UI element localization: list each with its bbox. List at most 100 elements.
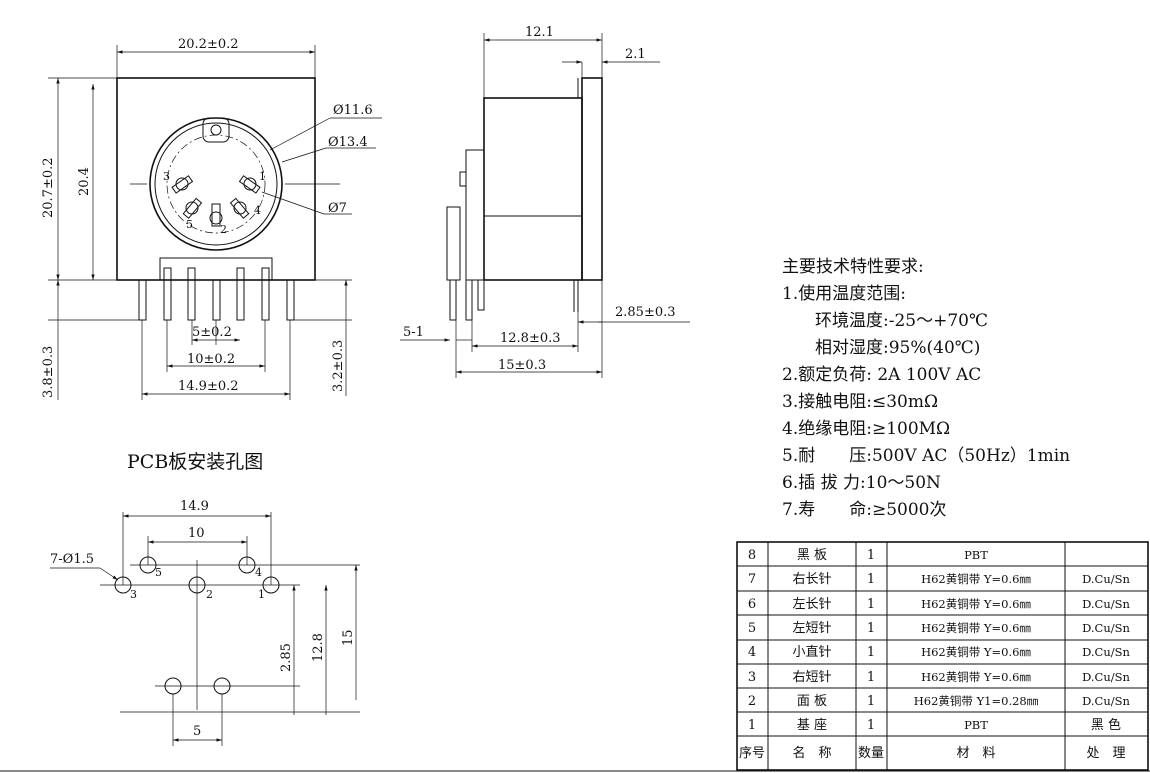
bom-row4-finish: D.Cu/Sn xyxy=(1082,645,1130,659)
bom-row2-no: 2 xyxy=(748,694,756,709)
bom-row7-qty: 1 xyxy=(867,572,875,587)
bom-row7-no: 7 xyxy=(748,572,756,587)
dim-depth: 12.1 xyxy=(525,25,554,40)
bom-row7-name: 右长针 xyxy=(792,572,831,587)
bom-header-finish: 处 理 xyxy=(1086,746,1125,761)
bom-row5-name: 左短针 xyxy=(792,621,831,636)
dim-lead: 5-1 xyxy=(403,325,424,340)
pin-label-4: 4 xyxy=(254,204,261,217)
pcb-dim-15: 15 xyxy=(341,629,356,646)
pin-label-1: 1 xyxy=(259,170,266,183)
dim-d116: Ø11.6 xyxy=(333,103,373,118)
bom-row2-name: 面 板 xyxy=(797,694,827,709)
bom-row5-no: 5 xyxy=(748,621,756,636)
dim-height-body: 20.4 xyxy=(77,167,92,196)
pin-contacts xyxy=(171,175,261,227)
bom-row7-finish: D.Cu/Sn xyxy=(1082,572,1130,586)
dim-d134: Ø13.4 xyxy=(328,135,368,150)
dim-height-total: 20.7±0.2 xyxy=(41,157,56,218)
spec-line-2: 环境温度:-25～+70℃ xyxy=(815,311,988,331)
dim-pin-10: 10±0.2 xyxy=(187,352,235,367)
pcb-dim-5: 5 xyxy=(193,724,201,739)
bom-row4-no: 4 xyxy=(748,645,756,660)
bom-header-qty: 数量 xyxy=(858,746,884,761)
side-body xyxy=(483,97,583,281)
bom-header-no: 序号 xyxy=(739,746,765,761)
dim-span-a: 12.8±0.3 xyxy=(500,331,561,346)
bom-row8-qty: 1 xyxy=(867,548,875,563)
spec-line-1: 1.使用温度范围: xyxy=(782,283,906,304)
bom-table: 8 黑 板 1 PBT 7 右长针 1 H62黄铜带 Y=0.6㎜ D.Cu/S… xyxy=(736,541,1149,771)
bom-row5-qty: 1 xyxy=(867,621,875,636)
pcb-hole-label-3: 3 xyxy=(130,588,137,601)
bom-row1-finish: 黑 色 xyxy=(1091,717,1121,733)
bom-row3-finish: D.Cu/Sn xyxy=(1082,670,1130,684)
bom-row1-name: 基 座 xyxy=(797,718,827,733)
spec-line-8: 6.插 拔 力:10～50N xyxy=(782,473,941,493)
bom-row2-material: H62黄铜带 Y1=0.28㎜ xyxy=(914,694,1039,708)
pcb-dim-10: 10 xyxy=(188,526,205,541)
dim-lead-left: 3.8±0.3 xyxy=(41,346,56,398)
dim-span-b: 15±0.3 xyxy=(498,358,546,373)
bom-row5-material: H62黄铜带 Y=0.6㎜ xyxy=(921,621,1031,635)
bom-row4-material: H62黄铜带 Y=0.6㎜ xyxy=(921,645,1031,659)
key-notch xyxy=(202,117,230,143)
bom-row6-name: 左长针 xyxy=(792,597,831,612)
spec-line-7: 5.耐 压:500V AC（50Hz）1min xyxy=(782,446,1070,466)
spec-title: 主要技术特性要求: xyxy=(782,257,924,277)
pin-label-5: 5 xyxy=(186,218,193,231)
inner-shell-circle xyxy=(154,122,278,246)
bom-row8-material: PBT xyxy=(964,548,988,562)
bom-header-name: 名 称 xyxy=(792,745,831,761)
spec-line-4: 2.额定负荷: 2A 100V AC xyxy=(782,365,981,385)
bom-header-material: 材 料 xyxy=(956,746,995,761)
dim-pin-14: 14.9±0.2 xyxy=(178,379,239,394)
spec-line-3: 相对湿度:95%(40℃) xyxy=(815,338,980,358)
dim-width: 20.2±0.2 xyxy=(178,37,239,52)
leads xyxy=(138,267,295,321)
bom-row3-material: H62黄铜带 Y=0.6㎜ xyxy=(921,670,1031,684)
bom-row5-finish: D.Cu/Sn xyxy=(1082,621,1130,635)
pin-label-2: 2 xyxy=(220,223,227,236)
bom-row8-no: 8 xyxy=(748,548,756,563)
pin-block xyxy=(159,257,273,281)
bom-row3-no: 3 xyxy=(748,670,756,685)
bom-row4-name: 小直针 xyxy=(792,645,831,660)
spec-line-6: 4.绝缘电阻:≥100MΩ xyxy=(782,419,950,439)
pin-label-3: 3 xyxy=(163,170,170,183)
pcb-hole-label-2: 2 xyxy=(206,588,213,601)
key-hole xyxy=(210,124,222,136)
outer-shell-circle xyxy=(149,117,283,251)
bom-row6-material: H62黄铜带 Y=0.6㎜ xyxy=(921,597,1031,611)
spec-line-5: 3.接触电阻:≤30mΩ xyxy=(782,392,938,412)
pcb-hole-label-1: 1 xyxy=(258,588,265,601)
dim-plate: 2.1 xyxy=(625,47,646,62)
bom-row4-qty: 1 xyxy=(867,645,875,660)
spec-line-9: 7.寿 命:≥5000次 xyxy=(782,500,946,520)
bom-row8-name: 黑 板 xyxy=(797,548,827,563)
pcb-dim-14: 14.9 xyxy=(180,499,209,514)
pcb-hole-label-4: 4 xyxy=(255,566,262,579)
pcb-layout: PCB板安装孔图 3 5 2 4 1 14.9 10 xyxy=(50,451,360,746)
dim-lead-right: 3.2±0.3 xyxy=(331,340,346,392)
pcb-dim-128: 12.8 xyxy=(311,633,326,662)
bom-row6-no: 6 xyxy=(748,597,756,612)
pcb-hole-label-5: 5 xyxy=(155,566,162,579)
pin-circle-centerline xyxy=(166,134,266,234)
spec-block: 主要技术特性要求: 1.使用温度范围: 环境温度:-25～+70℃ 相对湿度:9… xyxy=(782,257,1070,520)
pcb-title: PCB板安装孔图 xyxy=(127,451,263,473)
bom-row3-qty: 1 xyxy=(867,670,875,685)
bom-row6-qty: 1 xyxy=(867,597,875,612)
bom-row2-finish: D.Cu/Sn xyxy=(1082,694,1130,708)
pcb-dim-285: 2.85 xyxy=(279,643,294,672)
bom-row1-no: 1 xyxy=(748,718,756,733)
dim-pin-5: 5±0.2 xyxy=(192,325,232,340)
dim-d7: Ø7 xyxy=(328,201,347,216)
bom-row1-qty: 1 xyxy=(867,718,875,733)
side-view: 12.1 2.1 2.85±0.3 12.8±0.3 15±0.3 5-1 xyxy=(400,25,690,378)
bom-row6-finish: D.Cu/Sn xyxy=(1082,597,1130,611)
pcb-holes-label: 7-Ø1.5 xyxy=(50,552,94,567)
side-front-plate xyxy=(581,77,603,281)
bom-row2-qty: 1 xyxy=(867,694,875,709)
